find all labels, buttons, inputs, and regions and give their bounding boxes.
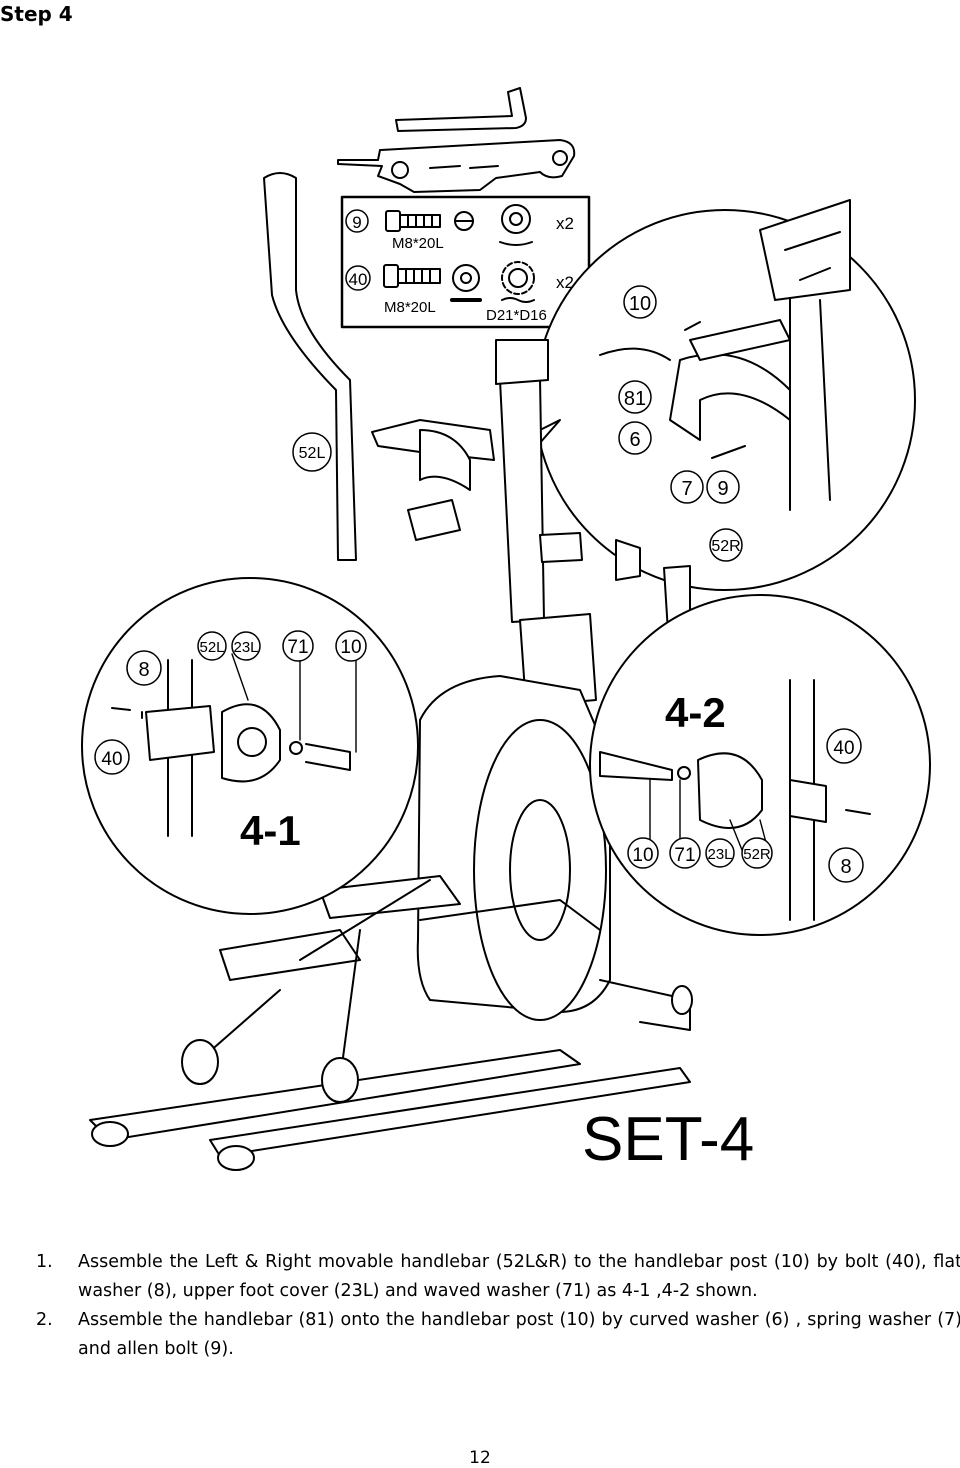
- detail-label-4-1: 4-1: [240, 807, 301, 854]
- detail-4-1-circle: [81, 577, 419, 915]
- detail-4-1-callout-8: 8: [138, 659, 149, 681]
- curved-washer-icon: [454, 211, 474, 231]
- callout-81: 81: [624, 388, 646, 410]
- detail-4-1-callout-23l: 23L: [233, 639, 258, 656]
- detail-4-1-callout-10: 10: [340, 637, 361, 658]
- hardware-box: [340, 195, 591, 329]
- callout-7: 7: [681, 478, 692, 500]
- detail-4-2-callout-40: 40: [833, 738, 854, 759]
- allen-key-icon: [395, 87, 527, 132]
- flat-washer-icon: [450, 264, 482, 302]
- callouts-top-right: [618, 285, 740, 504]
- callout-10: 10: [629, 293, 651, 315]
- wrench-icon: [337, 139, 576, 193]
- hardware-qty-9: x2: [556, 214, 574, 233]
- hardware-washer-40: D21*D16: [486, 307, 547, 324]
- step-title: Step 4: [0, 2, 73, 26]
- hardware-size-40: M8*20L: [384, 299, 436, 316]
- detail-4-1-callout-40: 40: [101, 749, 122, 770]
- detail-4-2-callout-10: 10: [632, 845, 653, 866]
- detail-4-2-callout-71: 71: [674, 845, 695, 866]
- detail-4-2-callout-8: 8: [840, 856, 851, 878]
- hardware-size-9: M8*20L: [392, 235, 444, 252]
- detail-4-2-circle: [589, 594, 931, 936]
- assembly-diagram: 9 M8*20L x2 40 M8*20L D21*D16 x2 10 81 6…: [81, 87, 931, 1174]
- waved-washer-icon: [501, 261, 535, 303]
- instruction-text: Assemble the Left & Right movable handle…: [78, 1252, 960, 1301]
- bolt-icon: [385, 210, 441, 232]
- instruction-number: 1.: [36, 1252, 53, 1272]
- hardware-part-9: 9: [352, 213, 361, 232]
- instruction-1: 1. Assemble the Left & Right movable han…: [36, 1248, 960, 1306]
- instruction-2: 2. Assemble the handlebar (81) onto the …: [36, 1306, 960, 1364]
- callout-9: 9: [717, 478, 728, 500]
- detail-4-2-callout-52r: 52R: [743, 846, 771, 863]
- detail-label-4-2: 4-2: [665, 689, 726, 736]
- instruction-number: 2.: [36, 1310, 53, 1330]
- instruction-text: Assemble the handlebar (81) onto the han…: [78, 1310, 960, 1359]
- bolt-icon: [383, 264, 441, 288]
- callout-52l: 52L: [299, 445, 326, 462]
- page-number: 12: [469, 1448, 491, 1468]
- instructions: 1. Assemble the Left & Right movable han…: [36, 1248, 960, 1364]
- detail-4-1-callout-71: 71: [287, 637, 308, 658]
- elliptical-frame: [89, 172, 693, 1171]
- callout-6: 6: [629, 429, 640, 451]
- detail-4-1-callout-52l: 52L: [199, 639, 224, 656]
- detail-4-2-callout-23l: 23L: [707, 846, 732, 863]
- hardware-qty-40: x2: [556, 273, 574, 292]
- hardware-part-40: 40: [349, 270, 368, 289]
- set-label: SET-4: [582, 1105, 754, 1174]
- hardware-labels: 9 M8*20L x2 40 M8*20L D21*D16 x2: [345, 209, 574, 324]
- callout-52r: 52R: [711, 538, 740, 555]
- spring-washer-icon: [499, 204, 533, 246]
